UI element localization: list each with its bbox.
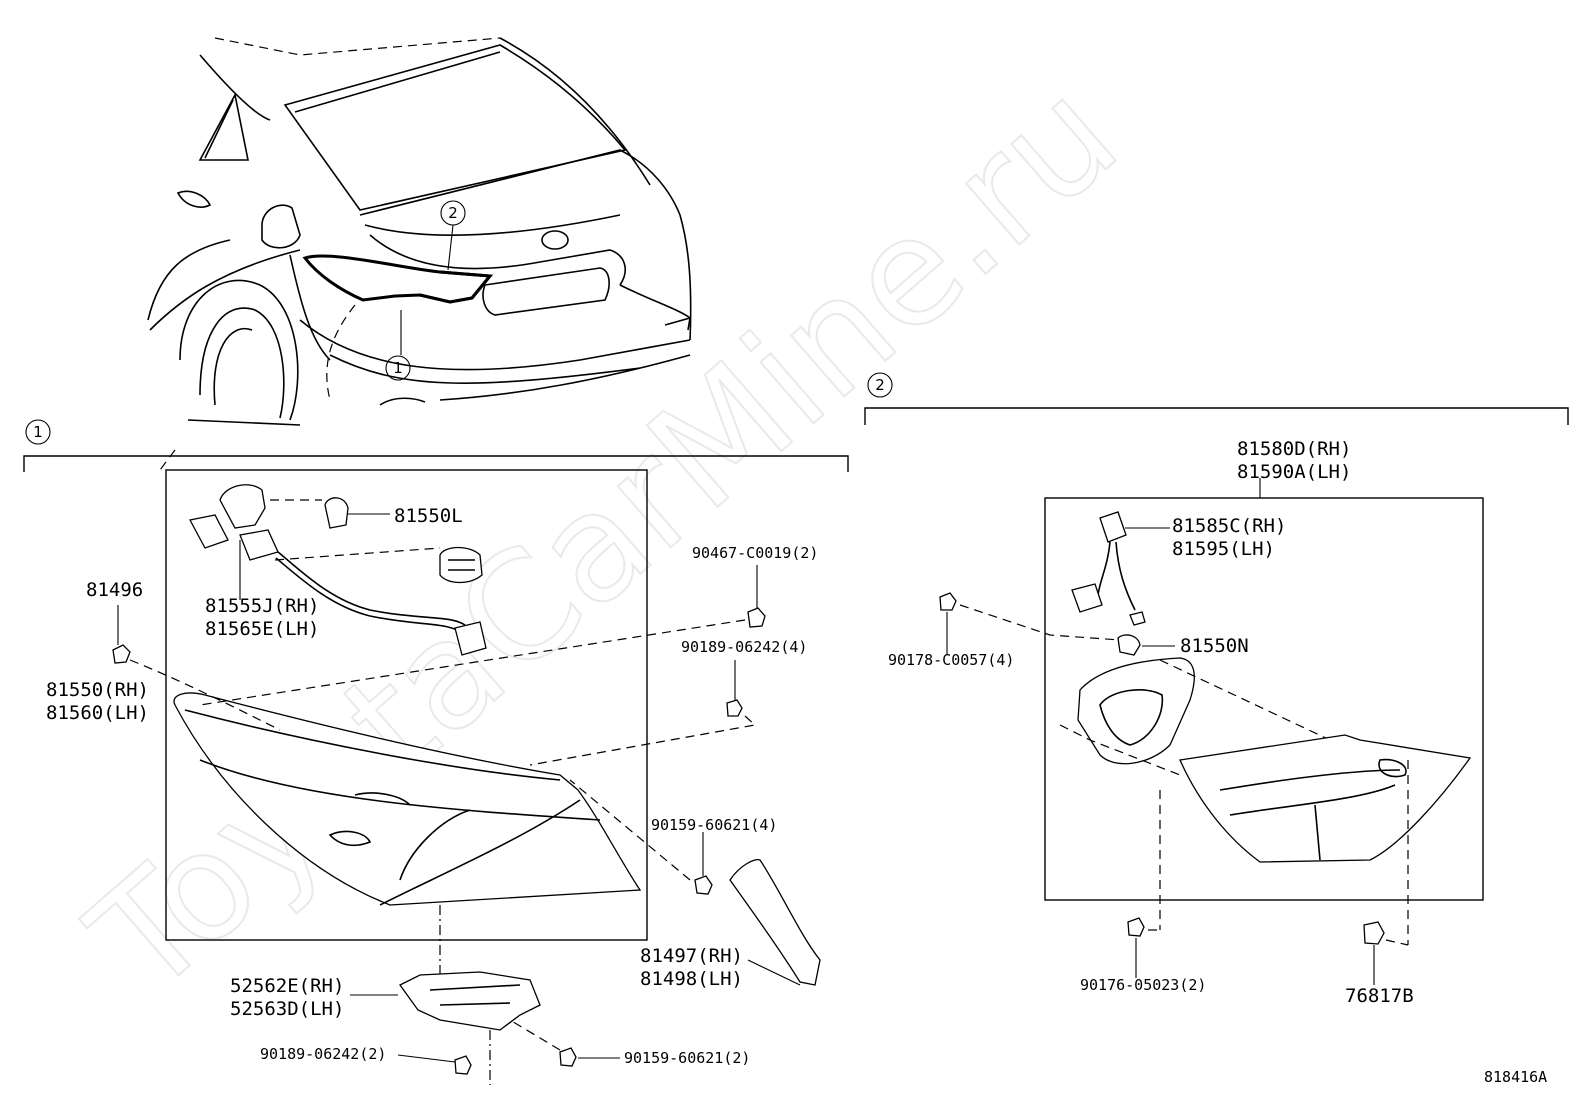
section-1-marker: 1 xyxy=(33,423,43,441)
part-label-52563d: 52563D(LH) xyxy=(230,998,344,1020)
bulb-socket xyxy=(274,546,483,584)
callout-1-on-vehicle: 1 xyxy=(385,355,411,381)
screw-90189-06242-2 xyxy=(397,1054,472,1075)
socket-wire-harness-81555j xyxy=(189,484,487,656)
part-label-81560: 81560(LH) xyxy=(46,702,149,724)
svg-text:2: 2 xyxy=(448,204,458,222)
lamp-gasket xyxy=(1059,657,1331,776)
part-label-81555j: 81555J(RH) xyxy=(205,595,319,617)
part-label-90189-06242-2: 90189-06242(2) xyxy=(260,1045,386,1063)
section-1-assembly-box xyxy=(165,469,648,941)
figure-code: 818416A xyxy=(1484,1068,1547,1086)
section-1-bracket: 1 xyxy=(23,419,849,472)
vehicle-rear-illustration xyxy=(147,37,692,471)
lamp-trim-81497 xyxy=(729,859,821,986)
section-2-assembly-box xyxy=(1044,497,1484,901)
part-label-81498: 81498(LH) xyxy=(640,968,743,990)
bulb-81550l xyxy=(270,497,390,529)
section-2-marker: 2 xyxy=(875,376,885,394)
part-label-90159-60621-4: 90159-60621(4) xyxy=(651,816,777,834)
part-label-81496: 81496 xyxy=(86,579,143,601)
part-label-90189-06242-4: 90189-06242(4) xyxy=(681,638,807,656)
part-label-81590a: 81590A(LH) xyxy=(1237,461,1351,483)
bracket-52562e xyxy=(350,971,541,1085)
rear-combination-lamp-81550 xyxy=(173,692,642,1000)
fastener-81496 xyxy=(112,605,281,731)
part-label-76817b: 76817B xyxy=(1345,985,1414,1007)
part-label-81497: 81497(RH) xyxy=(640,945,743,967)
screw-90159-60621-2 xyxy=(509,1019,620,1067)
screw-90176-05023 xyxy=(1127,917,1160,978)
part-label-81550n: 81550N xyxy=(1180,635,1249,657)
svg-text:1: 1 xyxy=(393,359,403,377)
part-label-52562e: 52562E(RH) xyxy=(230,975,344,997)
part-label-81565e: 81565E(LH) xyxy=(205,618,319,640)
nut-90178-c0057 xyxy=(939,592,1121,655)
part-label-90176-05023: 90176-05023(2) xyxy=(1080,976,1206,994)
part-label-81595: 81595(LH) xyxy=(1172,538,1275,560)
nut-90467-c0019 xyxy=(199,565,766,706)
screw-90189-06242-4 xyxy=(529,660,757,766)
part-label-81580d: 81580D(RH) xyxy=(1237,438,1351,460)
callout-2-on-vehicle: 2 xyxy=(440,200,466,226)
clip-76817b xyxy=(1363,921,1409,985)
screw-90159-60621-4 xyxy=(569,779,713,895)
section-2-bracket: 2 xyxy=(864,372,1569,425)
part-label-90159-60621-2: 90159-60621(2) xyxy=(624,1049,750,1067)
connector-wire-81585c xyxy=(1071,511,1170,626)
part-label-81585c: 81585C(RH) xyxy=(1172,515,1286,537)
bulb-81550n xyxy=(1117,634,1175,656)
back-lamp-81580d xyxy=(1159,734,1472,945)
part-label-81550: 81550(RH) xyxy=(46,679,149,701)
part-label-81550l: 81550L xyxy=(394,505,463,527)
part-label-90467-c0019: 90467-C0019(2) xyxy=(692,544,818,562)
part-label-90178-c0057: 90178-C0057(4) xyxy=(888,651,1014,669)
